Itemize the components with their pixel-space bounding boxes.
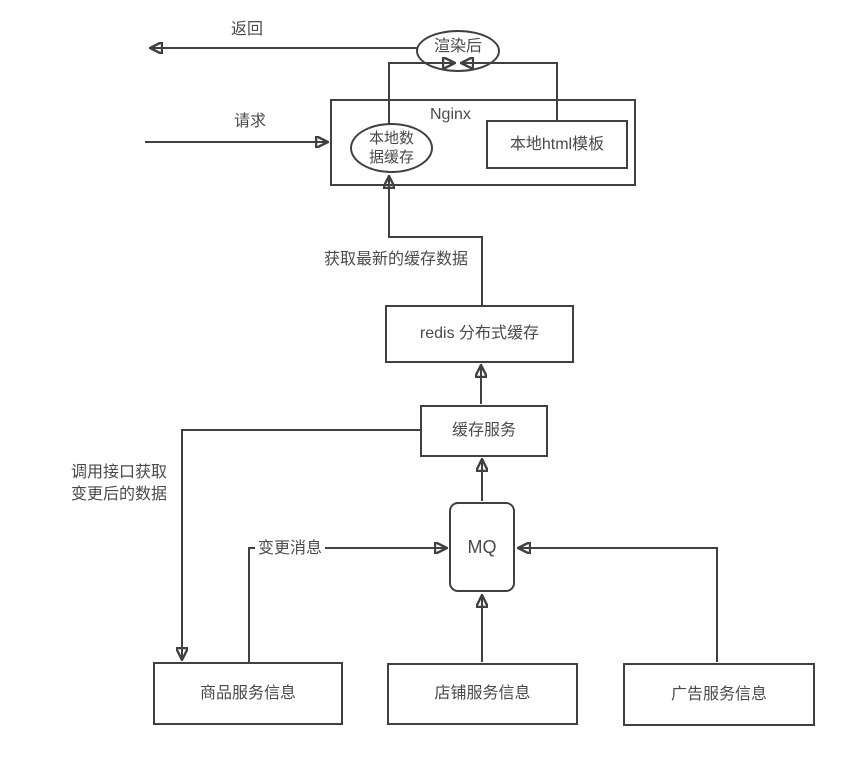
node-local-html-template: 本地html模板 (486, 120, 628, 169)
edge-label-request: 请求 (233, 113, 266, 130)
edge-redis-to-localcache (389, 176, 483, 305)
edge-product-to-mq (248, 548, 447, 662)
node-rendered-after: 渲染后 (416, 30, 500, 72)
node-cache-service: 缓存服务 (420, 405, 548, 457)
edge-ad-to-mq (518, 548, 718, 662)
edge-label-change-message: 变更消息 (255, 538, 326, 560)
node-nginx-container: Nginx (330, 99, 636, 186)
node-redis-cache: redis 分布式缓存 (385, 305, 574, 363)
edge-label-fetch-latest-cache: 获取最新的缓存数据 (323, 251, 468, 268)
node-local-data-cache: 本地数据缓存 (350, 123, 433, 173)
edge-cacheservice-to-product (182, 429, 420, 660)
node-nginx-label: Nginx (430, 106, 471, 123)
node-shop-service: 店铺服务信息 (387, 663, 578, 725)
node-ad-service: 广告服务信息 (623, 663, 815, 726)
edge-template-to-rendered (461, 63, 558, 120)
edge-label-call-api-for-changes: 调用接口获取 变更后的数据 (70, 464, 167, 503)
node-product-service: 商品服务信息 (153, 662, 343, 725)
edge-label-return: 返回 (230, 21, 263, 38)
node-mq: MQ (449, 502, 515, 592)
